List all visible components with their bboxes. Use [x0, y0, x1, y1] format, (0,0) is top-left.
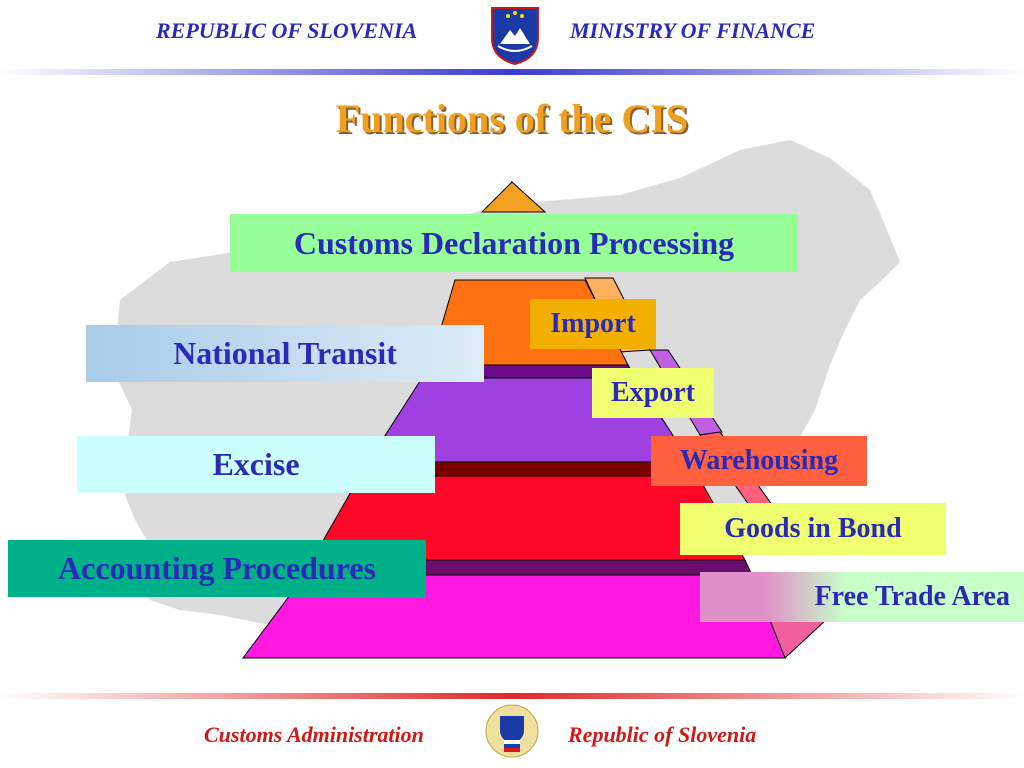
- header-rule: [0, 69, 1024, 75]
- footer-rule: [0, 693, 1024, 699]
- header-right-text: MINISTRY OF FINANCE: [570, 18, 816, 43]
- label-import: Import: [530, 299, 656, 349]
- header-left-text: REPUBLIC OF SLOVENIA: [156, 18, 418, 43]
- footer-right-text: Republic of Slovenia: [568, 722, 757, 747]
- label-excise: Excise: [77, 436, 435, 493]
- label-free-trade-area: Free Trade Area: [700, 572, 1024, 622]
- footer-left-text: Customs Administration: [204, 722, 424, 747]
- slovenia-coat-of-arms-icon: [491, 7, 539, 66]
- label-accounting-procedures: Accounting Procedures: [8, 540, 426, 597]
- label-customs-declaration-processing: Customs Declaration Processing: [230, 214, 798, 272]
- pyramid-tier-top: [480, 181, 547, 213]
- label-export: Export: [592, 368, 714, 418]
- label-goods-in-bond: Goods in Bond: [680, 503, 946, 555]
- label-warehousing: Warehousing: [651, 436, 867, 486]
- slide-title: Functions of the CIS: [335, 96, 689, 141]
- label-national-transit: National Transit: [86, 325, 484, 382]
- customs-emblem-icon: [485, 704, 539, 758]
